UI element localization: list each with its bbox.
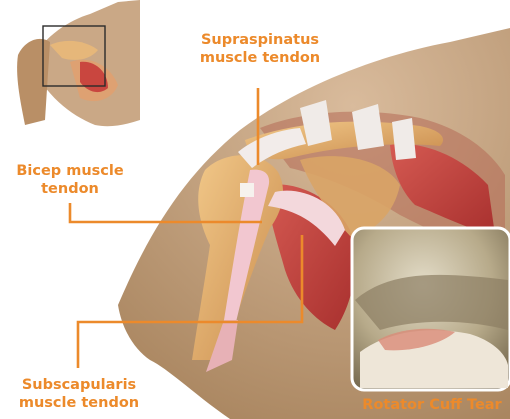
label-subscapularis: Subscapularis muscle tendon — [8, 376, 150, 412]
label-supraspinatus-line-1: Supraspinatus — [190, 31, 330, 49]
arthroscopy-inset — [352, 228, 510, 390]
thumbnail-arm — [17, 39, 50, 125]
label-subscapularis-line-2: muscle tendon — [8, 394, 150, 412]
bicep-tendon-clamp — [240, 183, 254, 197]
label-bicep-line-1: Bicep muscle — [4, 162, 136, 180]
label-rotator-cuff-tear: Rotator Cuff Tear — [356, 396, 508, 414]
label-supraspinatus-line-2: muscle tendon — [190, 49, 330, 67]
label-bicep: Bicep muscle tendon — [4, 162, 136, 198]
shoulder-anatomy-thumbnail — [17, 0, 140, 126]
label-bicep-line-2: tendon — [4, 180, 136, 198]
label-subscapularis-line-1: Subscapularis — [8, 376, 150, 394]
label-supraspinatus: Supraspinatus muscle tendon — [190, 31, 330, 67]
tendon-strip-3 — [392, 118, 416, 160]
